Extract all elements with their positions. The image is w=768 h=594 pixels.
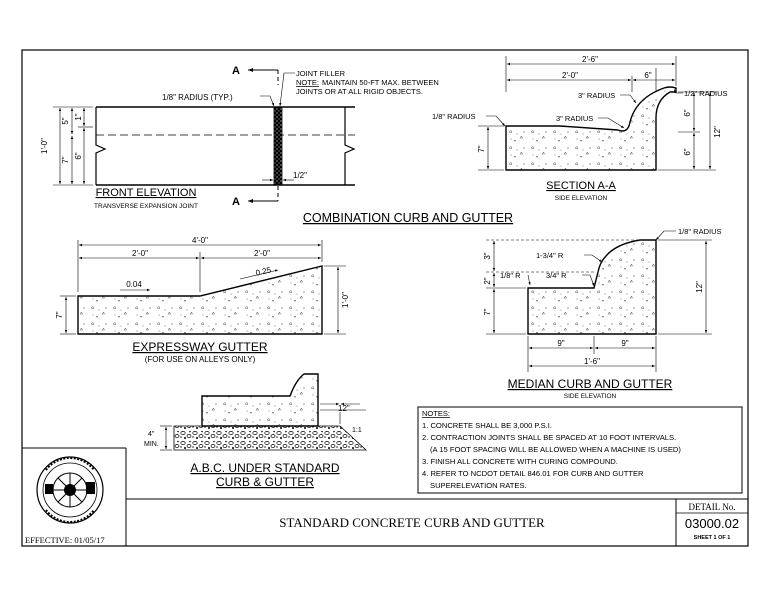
detail-label: DETAIL No. — [689, 502, 736, 512]
abc-dim-depth: 4" — [148, 431, 155, 438]
joint-filler — [273, 106, 283, 186]
section-a-a: 2'-6" 2'-0" 6" 3" RADIUS 3" RADIUS 1/2" … — [432, 55, 728, 202]
note-3: 3. FINISH ALL CONCRETE WITH CURING COMPO… — [422, 457, 618, 466]
sheet-border — [21, 49, 749, 547]
section-dim-gutter: 2'-0" — [562, 71, 578, 80]
front-elevation-subtitle: TRANSVERSE EXPANSION JOINT — [94, 203, 198, 210]
front-elevation-title: FRONT ELEVATION — [96, 187, 197, 199]
note-2-cont: (A 15 FOOT SPACING WILL BE ALLOWED WHEN … — [430, 445, 681, 454]
abc-slope: 1:1 — [352, 427, 362, 434]
section-radius-half: 1/2" RADIUS — [684, 89, 728, 98]
median-radius-eighth-top: 1/8" RADIUS — [678, 227, 722, 236]
expressway-dim-left: 2'-0" — [132, 249, 148, 258]
expressway-dim-total: 4'-0" — [192, 236, 208, 245]
section-dim-h6b: 6" — [683, 148, 692, 155]
front-dim-top: 1" — [74, 113, 83, 120]
section-subtitle: SIDE ELEVATION — [555, 195, 608, 202]
abc-title-line1: A.B.C. UNDER STANDARD — [190, 461, 339, 475]
front-dim-lower: 7" — [61, 156, 70, 163]
median-curb-gutter: 1/8" RADIUS 1-3/4" R 1/8" R 3/4" R 3" 2"… — [483, 227, 722, 400]
expressway-gutter: 4'-0" 2'-0" 2'-0" 0.04 0.25 7" 1'-0" EXP… — [55, 236, 350, 364]
front-elevation: A A 1/8" RADIUS (TYP.) JOINT FILLER NOTE… — [40, 65, 439, 210]
abc-dim-min: MIN. — [144, 441, 159, 448]
median-subtitle: SIDE ELEVATION — [564, 393, 617, 400]
radius-note: 1/8" RADIUS (TYP.) — [162, 93, 233, 102]
notes-box: NOTES: 1. CONCRETE SHALL BE 3,000 P.S.I.… — [417, 406, 743, 494]
section-mark-top: A — [232, 65, 240, 77]
title-block: STANDARD CONCRETE CURB AND GUTTER DETAIL… — [22, 447, 748, 546]
notes-heading: NOTES: — [422, 409, 450, 418]
front-dim-total: 1'-0" — [40, 138, 49, 154]
note-2: 2. CONTRACTION JOINTS SHALL BE SPACED AT… — [422, 433, 676, 442]
front-dim-joint: 1/2" — [293, 171, 307, 180]
expressway-subtitle: (FOR USE ON ALLEYS ONLY) — [145, 355, 256, 364]
median-dim-3a: 3" — [483, 252, 492, 259]
section-radius-3a: 3" RADIUS — [578, 91, 615, 100]
combination-title: COMBINATION CURB AND GUTTER — [303, 211, 513, 225]
effective-date: EFFECTIVE: 01/05/17 — [25, 535, 105, 545]
note-line2: JOINTS OR AT ALL RIGID OBJECTS. — [296, 87, 423, 96]
expressway-slope1: 0.04 — [126, 280, 142, 289]
abc-detail: 12" 1:1 4" MIN. A.B.C. UNDER STANDARD CU… — [144, 373, 368, 489]
joint-filler-label: JOINT FILLER — [296, 69, 346, 78]
median-dim-total: 1'-6" — [584, 357, 600, 366]
note-1: 1. CONCRETE SHALL BE 3,000 P.S.I. — [422, 421, 552, 430]
median-radius-34: 3/4" R — [546, 271, 567, 280]
expressway-dim-right: 2'-0" — [254, 249, 270, 258]
section-radius-eighth: 1/8" RADIUS — [432, 112, 476, 121]
median-dim-7: 7" — [483, 308, 492, 315]
expressway-slope2: 0.25 — [255, 265, 273, 277]
median-dim-2: 2" — [483, 277, 492, 284]
note-label: NOTE: — [296, 78, 319, 87]
median-dim-12: 12" — [695, 281, 704, 293]
section-mark-bottom: A — [232, 196, 240, 208]
ncdot-seal-icon — [36, 456, 104, 524]
section-dim-total: 2'-6" — [582, 55, 598, 64]
note-4: 4. REFER TO NCDOT DETAIL 846.01 FOR CURB… — [422, 469, 644, 478]
section-dim-h6a: 6" — [683, 109, 692, 116]
median-radius-134: 1-3/4" R — [536, 251, 564, 260]
note-4-cont: SUPERELEVATION RATES. — [430, 481, 527, 490]
abc-title-line2: CURB & GUTTER — [216, 475, 314, 489]
sheet-number: SHEET 1 OF 1 — [694, 535, 731, 541]
expressway-dim-left-h: 7" — [55, 311, 64, 318]
front-dim-bottom: 6" — [74, 152, 83, 159]
detail-number: 03000.02 — [685, 516, 739, 531]
section-title: SECTION A-A — [546, 180, 616, 192]
sheet-title: STANDARD CONCRETE CURB AND GUTTER — [279, 515, 545, 530]
median-radius-eighth: 1/8" R — [500, 271, 521, 280]
median-dim-9b: 9" — [621, 339, 628, 348]
expressway-title: EXPRESSWAY GUTTER — [132, 340, 267, 354]
section-dim-h7: 7" — [477, 145, 486, 152]
abc-dim-width: 12" — [338, 404, 350, 413]
expressway-dim-right-h: 1'-0" — [341, 292, 350, 308]
median-title: MEDIAN CURB AND GUTTER — [508, 377, 673, 391]
section-dim-curb: 6" — [644, 71, 651, 80]
section-dim-h: 12" — [713, 126, 722, 138]
median-dim-9a: 9" — [557, 339, 564, 348]
section-radius-3b: 3" RADIUS — [556, 114, 593, 123]
note-line1: MAINTAIN 50-FT MAX. BETWEEN — [322, 78, 439, 87]
front-dim-upper: 5" — [61, 117, 70, 124]
